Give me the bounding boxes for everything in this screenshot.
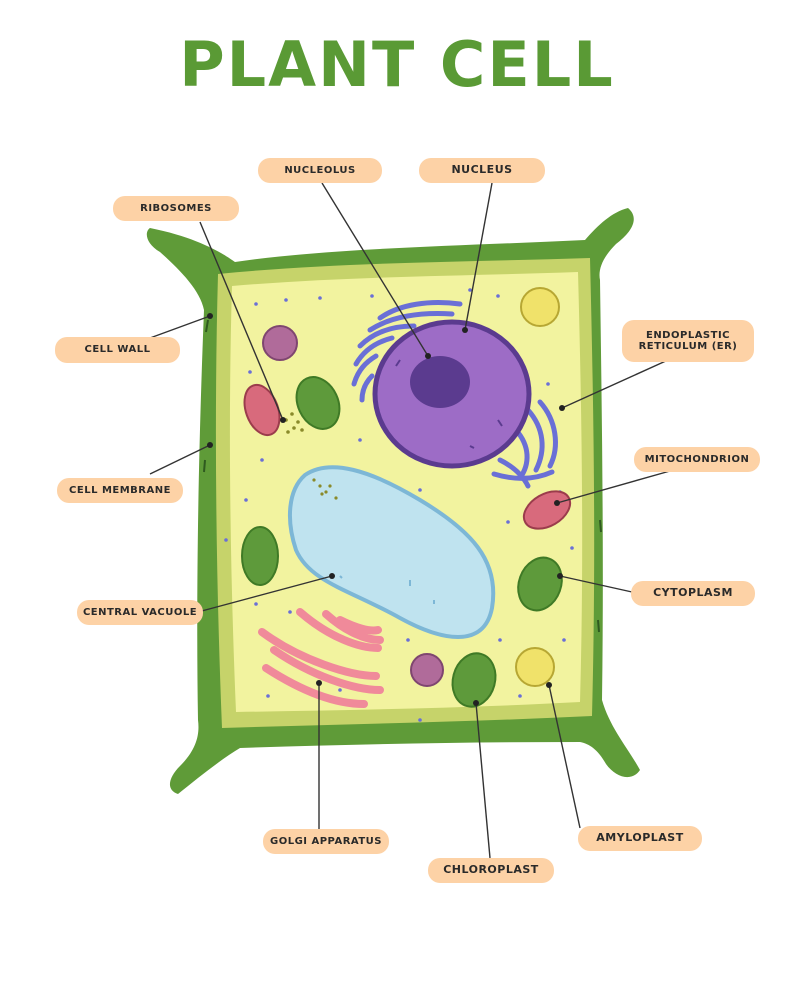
nucleolus-shape: [410, 356, 470, 408]
label-central-vacuole: Central Vacuole: [77, 600, 203, 625]
diagram-title: PLANT CELL: [179, 28, 615, 101]
nucleus-shape: [372, 319, 532, 469]
vesicle: [410, 653, 444, 687]
label-nucleus: Nucleus: [419, 158, 545, 183]
label-golgi-apparatus: Golgi Apparatus: [263, 829, 389, 854]
vesicle: [262, 325, 298, 361]
label-cell-wall: Cell Wall: [55, 337, 180, 363]
label-er-line-1: Endoplastic: [645, 329, 731, 341]
label-nucleolus: Nucleolus: [258, 158, 382, 183]
label-cell-membrane: Cell Membrane: [57, 478, 183, 503]
label-er-line-2: Reticulum (ER): [638, 341, 738, 352]
label-ribosomes: Ribosomes: [113, 196, 239, 221]
golgi-shape: [258, 608, 384, 708]
vacuole-marks: [339, 575, 435, 604]
leader-lines: [149, 182, 671, 859]
er-shape: [351, 300, 558, 489]
label-endoplasmic-reticulum: Endoplastic Reticulum (ER): [622, 320, 754, 362]
label-cytoplasm: Cytoplasm: [631, 581, 755, 606]
leader-dots: [207, 313, 565, 706]
cytoplasm-dots: [224, 288, 574, 722]
amyloplast-shape: [515, 647, 555, 687]
wall-marks: [203, 319, 602, 633]
label-chloroplast: Chloroplast: [428, 858, 554, 883]
amyloplast-shape: [520, 287, 560, 327]
vacuole-shape: [287, 465, 496, 639]
label-amyloplast: Amyloplast: [578, 826, 702, 851]
chloroplasts: [241, 376, 563, 708]
label-mitochondrion: Mitochondrion: [634, 447, 760, 472]
ribosome-specks: [284, 412, 338, 500]
